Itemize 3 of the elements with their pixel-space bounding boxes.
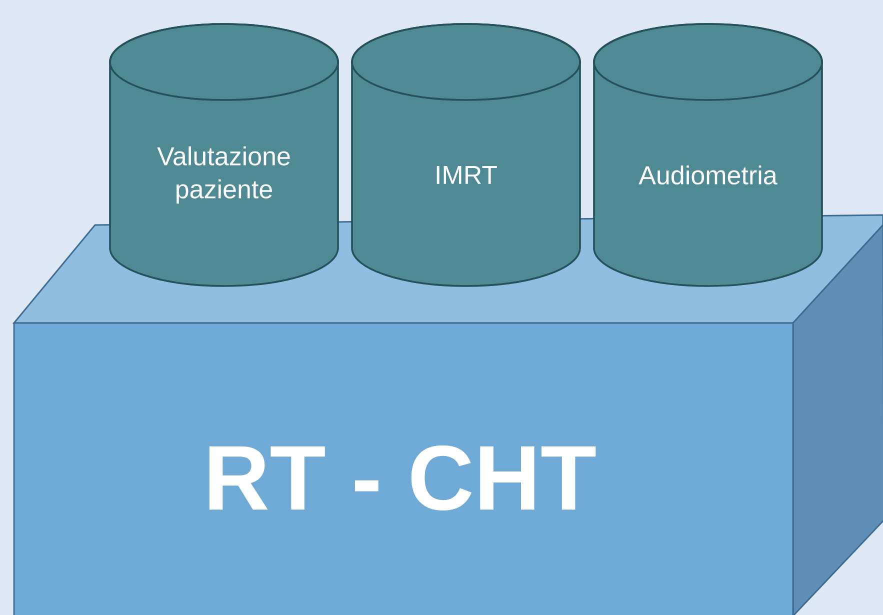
cylinder: Valutazione paziente — [109, 23, 339, 287]
cylinder: Audiometria — [593, 23, 823, 287]
cylinder: IMRT — [351, 23, 581, 287]
